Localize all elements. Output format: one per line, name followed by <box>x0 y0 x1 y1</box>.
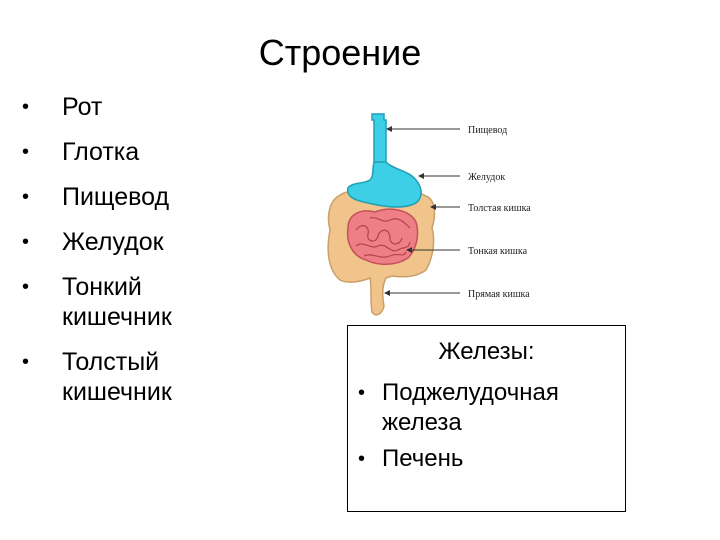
organ-label: Тонкий <box>62 273 142 301</box>
bullet: • <box>22 141 30 163</box>
gland-item: • Печень <box>358 444 618 474</box>
diagram-label: Желудок <box>468 172 505 183</box>
bullet: • <box>358 448 366 470</box>
gland-label: Поджелудочная <box>382 379 559 406</box>
bullet: • <box>358 382 366 404</box>
glands-title: Железы: <box>438 338 535 365</box>
organ-item: • Рот <box>22 92 222 122</box>
organ-label: кишечник <box>62 303 172 331</box>
organ-label: Глотка <box>62 138 140 166</box>
organ-item: • Желудок <box>22 227 222 257</box>
slide-title: Строение <box>258 32 422 73</box>
glands-box: Железы: • Поджелудочная железа • Печень <box>347 325 626 512</box>
organ-label: Рот <box>62 93 103 121</box>
diagram-label: Прямая кишка <box>468 289 530 300</box>
organ-item: • Пищевод <box>22 182 222 212</box>
organ-item: • Глотка <box>22 137 222 167</box>
gland-label: Печень <box>382 445 464 472</box>
organ-label: кишечник <box>62 378 172 406</box>
stomach <box>346 161 422 208</box>
organ-label: Пищевод <box>62 183 170 211</box>
label-group: Пищевод Желудок Толстая кишка Тонкая киш… <box>384 125 531 300</box>
glands-list: • Поджелудочная железа • Печень <box>358 378 618 480</box>
organ-label: Желудок <box>62 228 164 256</box>
diagram-label: Тонкая кишка <box>468 246 528 257</box>
bullet: • <box>22 276 30 298</box>
bullet: • <box>22 351 30 373</box>
organ-label: Толстый <box>62 348 160 376</box>
intestine-coils <box>355 217 411 258</box>
bullet: • <box>22 96 30 118</box>
small-intestine <box>346 208 419 265</box>
gland-item: • Поджелудочная железа <box>358 378 618 438</box>
digestive-system-diagram: Пищевод Желудок Толстая кишка Тонкая киш… <box>327 113 531 316</box>
bullet: • <box>22 231 30 253</box>
diagram-label: Толстая кишка <box>468 203 531 214</box>
bullet: • <box>22 186 30 208</box>
gland-label: железа <box>382 409 462 436</box>
diagram-label: Пищевод <box>468 125 507 136</box>
